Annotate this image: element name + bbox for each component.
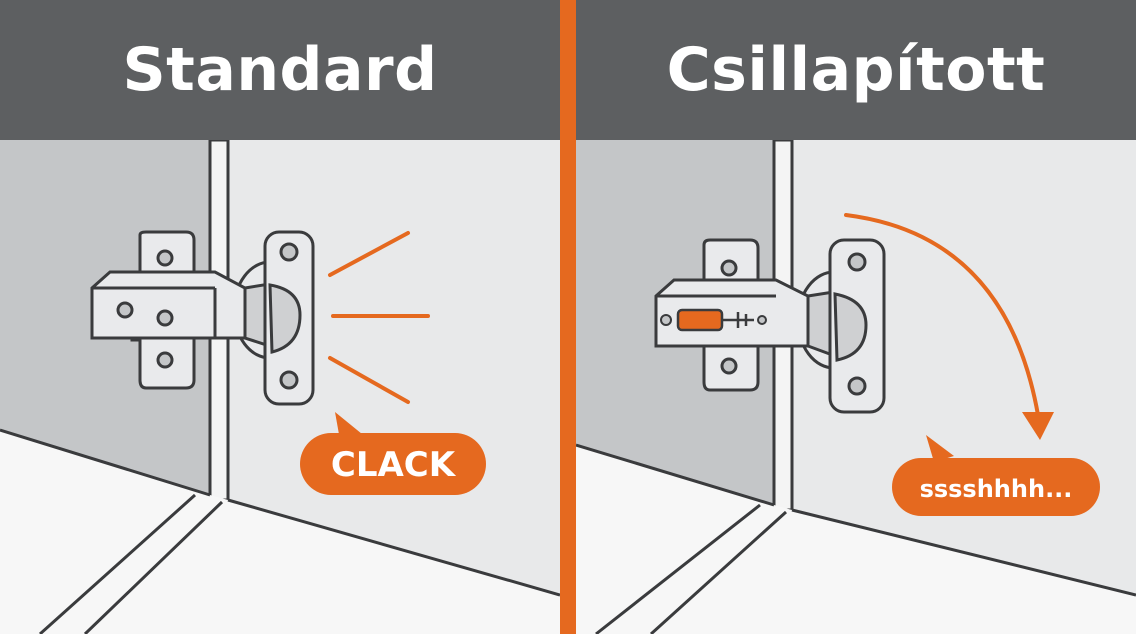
clack-bubble: CLACK: [300, 412, 486, 495]
impact-lines-icon: [328, 231, 430, 404]
door-plate: [828, 238, 886, 414]
curved-arrow-icon: [844, 213, 1054, 440]
soft-close-panel: Csillapított: [576, 0, 1136, 634]
standard-header: Standard: [0, 0, 560, 140]
soft-close-header: Csillapított: [576, 0, 1136, 140]
standard-panel: Standard: [0, 0, 560, 634]
soft-close-sound-label: sssshhhh...: [920, 475, 1073, 503]
standard-title: Standard: [122, 35, 438, 105]
panel-divider: [560, 0, 576, 634]
sssshhhh-bubble: sssshhhh...: [892, 435, 1100, 516]
standard-hinge-illustration: CLACK: [0, 140, 560, 634]
standard-sound-label: CLACK: [331, 445, 457, 485]
soft-close-hinge-illustration: sssshhhh...: [576, 140, 1136, 634]
soft-close-title: Csillapított: [666, 35, 1046, 105]
damper-piston-icon: [660, 308, 767, 332]
door-plate: [263, 230, 315, 406]
cabinet-floor: [576, 445, 1136, 634]
